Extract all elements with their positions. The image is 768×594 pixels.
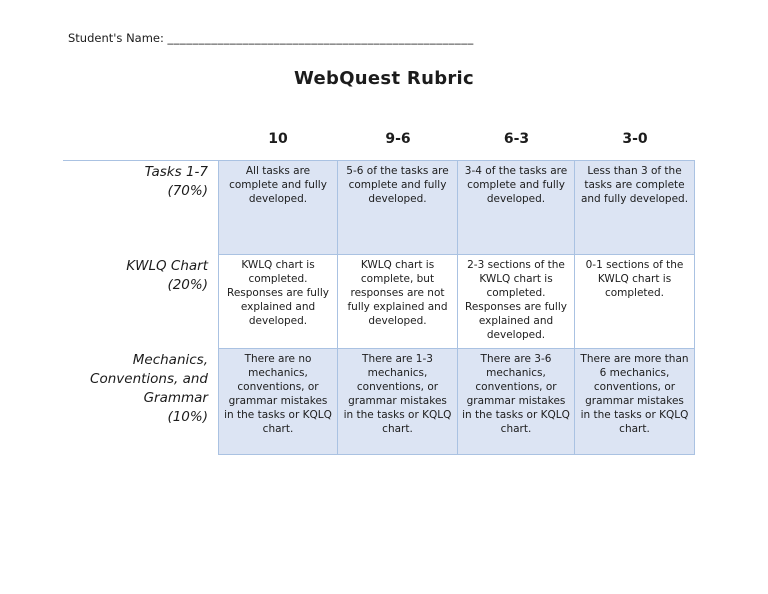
rubric-table: 10 9-6 6-3 3-0 Tasks 1-7 (70%) All tasks… (63, 118, 695, 455)
rubric-cell-tasks-3-0: Less than 3 of the tasks are complete an… (575, 160, 695, 255)
rubric-cell-mechanics-10: There are no mechanics, conventions, or … (218, 349, 338, 455)
rubric-cell-mechanics-6-3: There are 3-6 mechanics, conventions, or… (458, 349, 575, 455)
score-header-6-3: 6-3 (503, 131, 530, 147)
page-title: WebQuest Rubric (294, 68, 474, 89)
score-header-10: 10 (268, 131, 288, 147)
row-label-tasks-weight: (70%) (167, 183, 208, 199)
rubric-cell-kwlq-10: KWLQ chart is completed. Responses are f… (218, 255, 338, 349)
rubric-cell-tasks-10: All tasks are complete and fully develop… (218, 160, 338, 255)
rubric-cell-kwlq-6-3: 2-3 sections of the KWLQ chart is comple… (458, 255, 575, 349)
row-label-kwlq-text: KWLQ Chart (126, 258, 208, 274)
row-label-kwlq: KWLQ Chart (20%) (63, 255, 218, 349)
score-header-3-0: 3-0 (622, 131, 648, 147)
rubric-cell-mechanics-3-0: There are more than 6 mechanics, convent… (575, 349, 695, 455)
rubric-cell-kwlq-9-6: KWLQ chart is complete, but responses ar… (338, 255, 458, 349)
student-name-row: Student's Name: ________________________… (68, 31, 474, 45)
score-header-9-6: 9-6 (385, 131, 411, 147)
rubric-cell-tasks-6-3: 3-4 of the tasks are complete and fully … (458, 160, 575, 255)
rubric-cell-tasks-9-6: 5-6 of the tasks are complete and fully … (338, 160, 458, 255)
row-label-kwlq-weight: (20%) (167, 277, 208, 293)
student-name-blank-line: ________________________________________… (167, 31, 474, 45)
rubric-cell-kwlq-3-0: 0-1 sections of the KWLQ chart is comple… (575, 255, 695, 349)
student-name-label: Student's Name: (68, 31, 164, 45)
row-label-mechanics: Mechanics, Conventions, and Grammar (10%… (63, 349, 218, 455)
row-label-tasks: Tasks 1-7 (70%) (63, 160, 218, 255)
rubric-cell-mechanics-9-6: There are 1-3 mechanics, conventions, or… (338, 349, 458, 455)
row-label-mechanics-text: Mechanics, Conventions, and Grammar (90, 352, 208, 406)
row-label-tasks-text: Tasks 1-7 (144, 164, 208, 180)
row-label-mechanics-weight: (10%) (167, 409, 208, 425)
rubric-corner-cell (63, 118, 218, 160)
